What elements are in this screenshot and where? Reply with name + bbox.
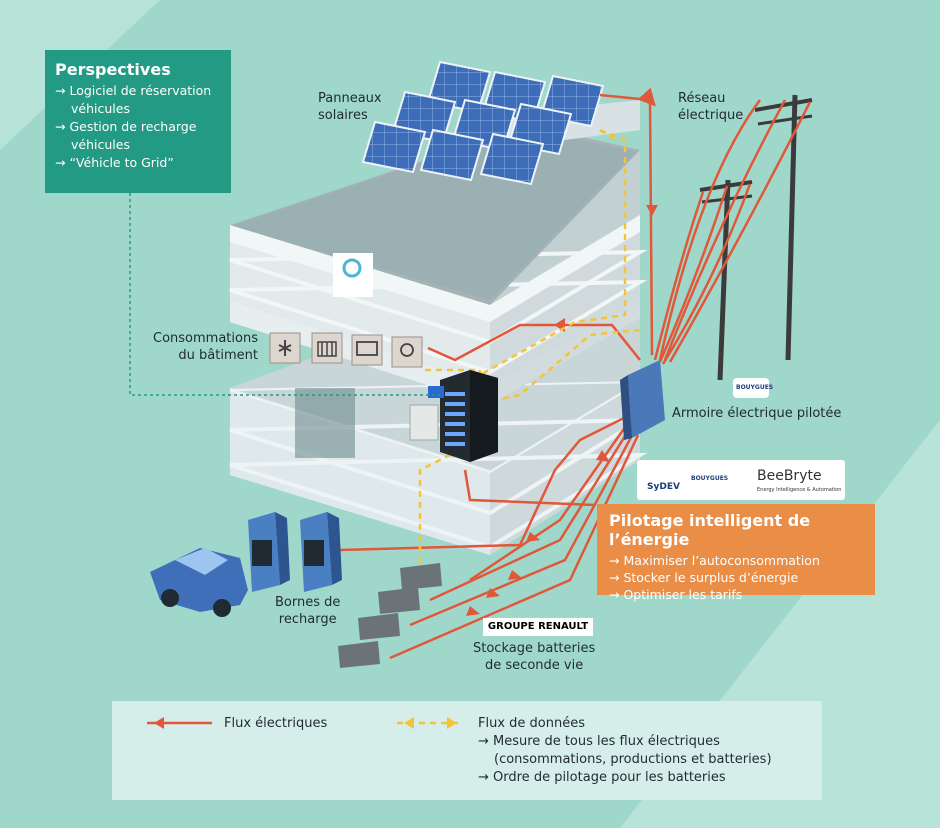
batteries [338, 563, 442, 668]
legend-flux-donnees: Flux de données [478, 716, 585, 731]
beebryte-logo: BeeBryte [757, 468, 822, 484]
legend-data-item: → Ordre de pilotage pour les batteries [478, 770, 726, 785]
label-bornes: Bornes de recharge [275, 595, 341, 627]
electric-flows [339, 87, 812, 660]
label-armoire: Armoire électrique pilotée [672, 406, 842, 421]
electric-arrow-heads [466, 205, 658, 616]
bouygues-logo-small: BOUYGUES [733, 378, 773, 398]
pilotage-item: → Maximiser l’autoconsommation [609, 553, 820, 568]
renault-logo: GROUPE RENAULT [483, 618, 593, 636]
sydev-logo: SyDEV [647, 482, 680, 492]
pilotage-item: → Optimiser les tarifs [609, 587, 743, 602]
legend-flux-electriques: Flux électriques [224, 716, 328, 731]
label-reseau: Réseau électrique [678, 91, 744, 123]
legend-data-item: (consommations, productions et batteries… [494, 752, 772, 767]
partner-logos: SyDEV BOUYGUES BeeBryte Energy Intellige… [637, 460, 845, 500]
charging-stations [248, 512, 342, 592]
consumption-icons [269, 332, 423, 368]
legend-data-item: → Mesure de tous les flux électriques [478, 734, 720, 749]
legend-swatches [147, 717, 462, 729]
server-rack [409, 370, 498, 462]
perspectives-item: véhicules [71, 101, 130, 116]
perspectives-item: → Gestion de recharge [55, 119, 197, 134]
car [150, 548, 248, 617]
perspectives-title: Perspectives [55, 60, 171, 79]
legend: Flux électriques Flux de données → Mesur… [112, 701, 822, 800]
perspectives-list: → Logiciel de réservation véhicules → Ge… [55, 82, 221, 172]
bouygues-logo: BOUYGUES [691, 475, 729, 482]
label-consommations: Consommations du bâtiment [153, 331, 258, 363]
pilotage-box: Pilotage intelligent de l’énergie → Maxi… [597, 504, 875, 602]
pilotage-title: Pilotage intelligent de l’énergie [609, 511, 811, 549]
perspectives-box: Perspectives → Logiciel de réservation v… [45, 50, 231, 193]
electrical-cabinet [620, 360, 665, 440]
label-panneaux: Panneaux solaires [318, 91, 382, 123]
perspectives-item: véhicules [71, 137, 130, 152]
pilotage-item: → Stocker le surplus d’énergie [609, 570, 799, 585]
perspectives-item: → “Véhicle to Grid” [55, 155, 174, 170]
perspectives-item: → Logiciel de réservation [55, 83, 212, 98]
solar-panels [361, 60, 605, 186]
beebryte-tagline: Energy Intelligence & Automation [757, 487, 842, 493]
label-stockage: Stockage batteries de seconde vie [473, 641, 596, 673]
